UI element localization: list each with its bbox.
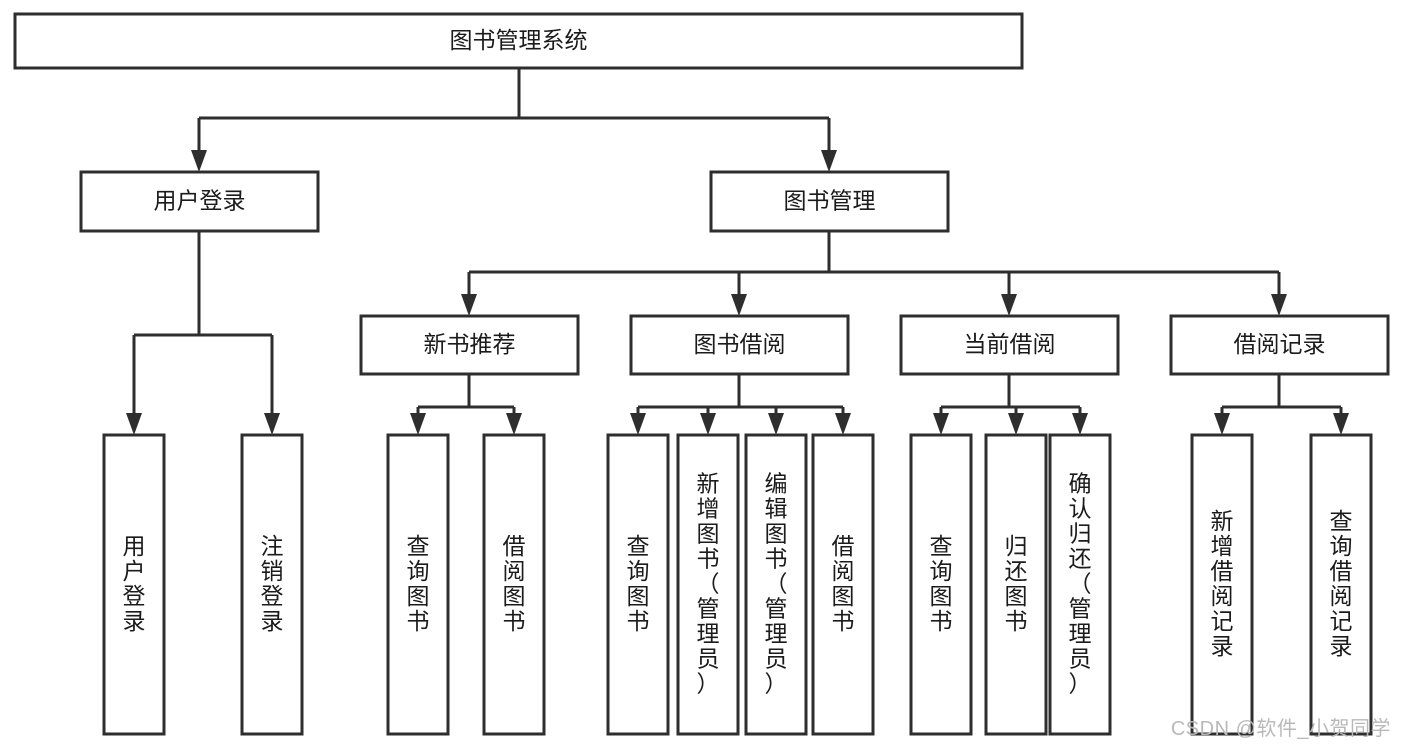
node-leaf-borrow-book-recommend[interactable]: 借阅图书 — [482, 433, 546, 736]
arrowhead-icon — [191, 150, 207, 172]
arrowhead-icon — [1008, 413, 1024, 435]
node-box[interactable] — [1048, 433, 1112, 736]
node-label: 确认归还（管理员） — [1069, 471, 1092, 697]
arrowhead-icon — [506, 413, 522, 435]
arrowhead-icon — [1072, 413, 1088, 435]
node-box[interactable] — [1190, 433, 1254, 736]
arrowhead-icon — [700, 413, 716, 435]
node-box[interactable] — [909, 433, 973, 736]
node-label: 借阅图书 — [503, 533, 526, 634]
node-label: 图书管理 — [784, 188, 876, 214]
node-leaf-query-borrow-record[interactable]: 查询借阅记录 — [1309, 433, 1373, 736]
connector-user-login — [126, 231, 280, 435]
node-label: 用户登录 — [154, 188, 246, 214]
arrowhead-icon — [630, 413, 646, 435]
node-box[interactable] — [811, 433, 875, 736]
node-box[interactable] — [240, 433, 304, 736]
node-leaf-add-book[interactable]: 新增图书（管理员） — [676, 433, 740, 736]
connector-root — [191, 68, 837, 172]
node-leaf-logout[interactable]: 注销登录 — [240, 433, 304, 736]
node-box[interactable] — [359, 314, 580, 376]
node-box[interactable] — [386, 433, 450, 736]
arrowhead-icon — [264, 413, 280, 435]
node-label: 新增图书（管理员） — [697, 471, 720, 697]
arrowhead-icon — [821, 150, 837, 172]
connector-book-borrow — [630, 374, 851, 435]
node-book-management[interactable]: 图书管理 — [709, 170, 950, 233]
node-label: 借阅记录 — [1234, 331, 1326, 357]
node-book-borrow[interactable]: 图书借阅 — [629, 314, 850, 376]
node-label: 图书借阅 — [694, 331, 786, 357]
node-box[interactable] — [744, 433, 808, 736]
node-user-login[interactable]: 用户登录 — [79, 170, 320, 233]
node-box[interactable] — [1309, 433, 1373, 736]
arrowhead-icon — [1271, 294, 1287, 316]
node-leaf-confirm-return[interactable]: 确认归还（管理员） — [1048, 433, 1112, 736]
arrowhead-icon — [1333, 413, 1349, 435]
node-box[interactable] — [482, 433, 546, 736]
node-label: 查询图书 — [627, 533, 650, 634]
node-leaf-add-borrow-record[interactable]: 新增借阅记录 — [1190, 433, 1254, 736]
node-label: 查询图书 — [407, 533, 430, 634]
connector-current-borrow — [933, 374, 1088, 435]
node-borrow-records[interactable]: 借阅记录 — [1169, 314, 1390, 376]
arrowhead-icon — [1214, 413, 1230, 435]
node-box[interactable] — [79, 170, 320, 233]
node-box[interactable] — [676, 433, 740, 736]
node-label: 借阅图书 — [832, 533, 855, 634]
node-label: 用户登录 — [123, 533, 146, 634]
node-label: 新书推荐 — [424, 331, 516, 357]
node-current-borrow[interactable]: 当前借阅 — [899, 314, 1120, 376]
node-box[interactable] — [606, 433, 670, 736]
node-label: 图书管理系统 — [450, 27, 588, 53]
arrowhead-icon — [410, 413, 426, 435]
node-leaf-query-book-current[interactable]: 查询图书 — [909, 433, 973, 736]
node-label: 编辑图书（管理员） — [765, 471, 788, 697]
node-label: 新增借阅记录 — [1211, 508, 1234, 659]
node-leaf-query-book-borrow[interactable]: 查询图书 — [606, 433, 670, 736]
node-label: 注销登录 — [261, 533, 284, 634]
connector-book-management — [461, 231, 1287, 316]
arrowhead-icon — [933, 413, 949, 435]
node-box[interactable] — [13, 12, 1024, 70]
node-box[interactable] — [102, 433, 166, 736]
node-leaf-return-book[interactable]: 归还图书 — [984, 433, 1048, 736]
node-leaf-borrow-book[interactable]: 借阅图书 — [811, 433, 875, 736]
arrowhead-icon — [126, 413, 142, 435]
node-box[interactable] — [984, 433, 1048, 736]
edges-layer — [126, 68, 1349, 435]
node-label: 查询图书 — [930, 533, 953, 634]
node-label: 查询借阅记录 — [1330, 508, 1353, 659]
csdn-watermark: CSDN @软件_小贺同学 — [1170, 718, 1391, 740]
node-label: 归还图书 — [1005, 533, 1028, 634]
node-box[interactable] — [709, 170, 950, 233]
arrowhead-icon — [1001, 294, 1017, 316]
arrowhead-icon — [731, 294, 747, 316]
node-box[interactable] — [1169, 314, 1390, 376]
node-root[interactable]: 图书管理系统 — [13, 12, 1024, 70]
node-leaf-user-login[interactable]: 用户登录 — [102, 433, 166, 736]
node-box[interactable] — [899, 314, 1120, 376]
connector-borrow-records — [1214, 374, 1349, 435]
arrowhead-icon — [461, 294, 477, 316]
nodes-layer: 图书管理系统用户登录图书管理新书推荐图书借阅当前借阅借阅记录用户登录注销登录查询… — [13, 12, 1390, 736]
node-leaf-edit-book[interactable]: 编辑图书（管理员） — [744, 433, 808, 736]
node-box[interactable] — [629, 314, 850, 376]
connector-new-book-recommend — [410, 374, 522, 435]
node-leaf-query-book-recommend[interactable]: 查询图书 — [386, 433, 450, 736]
node-new-book-recommend[interactable]: 新书推荐 — [359, 314, 580, 376]
arrowhead-icon — [835, 413, 851, 435]
node-label: 当前借阅 — [964, 331, 1056, 357]
arrowhead-icon — [768, 413, 784, 435]
